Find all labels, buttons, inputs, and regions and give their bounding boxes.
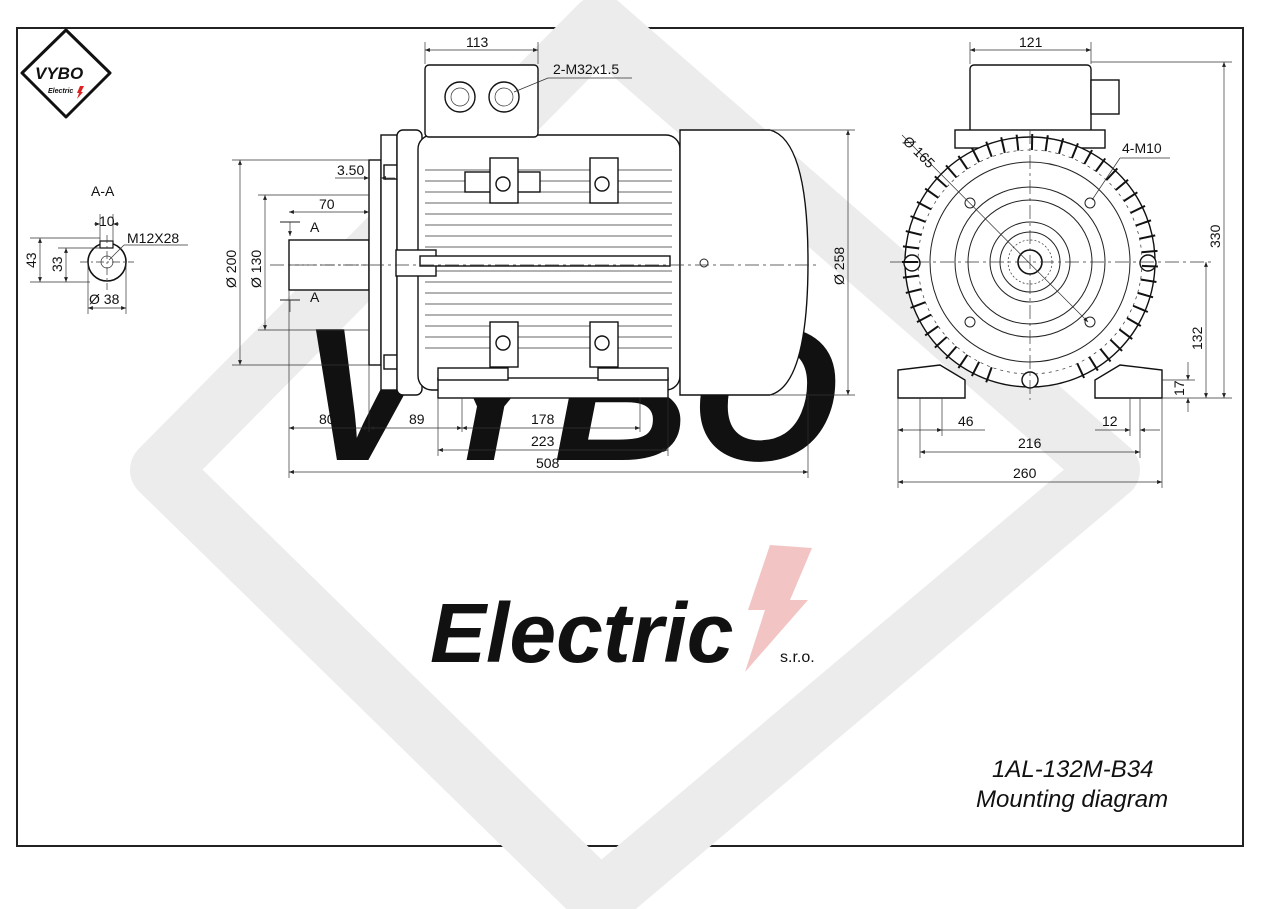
dim-508: 508 <box>536 455 560 471</box>
cable-gland-left <box>444 81 476 113</box>
dim-dia-130: Ø 130 <box>248 250 264 288</box>
end-cooling-fins <box>902 134 1158 383</box>
dim-260: 260 <box>1013 465 1037 481</box>
dim-cable-glands: 2-M32x1.5 <box>553 61 619 77</box>
company-logo: VYBO Electric <box>20 28 112 119</box>
section-mark-top: A <box>310 219 320 235</box>
dim-thread: M12X28 <box>127 230 179 246</box>
flange <box>368 159 382 366</box>
cable-gland-right <box>488 81 520 113</box>
terminal-box <box>424 64 539 138</box>
dim-height-330: 330 <box>1207 224 1223 248</box>
dim-89: 89 <box>409 411 425 427</box>
dim-dia-258: Ø 258 <box>831 247 847 285</box>
end-foot-right <box>1094 364 1163 399</box>
dim-shaft-diameter: Ø 38 <box>89 291 120 307</box>
dim-key-width: 10 <box>99 213 115 229</box>
logo-mark-text: VYBO <box>35 64 83 83</box>
dim-shaft-70: 70 <box>319 196 335 212</box>
dim-bolts: 4-M10 <box>1122 140 1162 156</box>
dim-end-terminal-box-width: 121 <box>1019 34 1043 50</box>
section-label: A-A <box>91 183 115 199</box>
logo-bolt-icon <box>77 86 84 99</box>
end-foot-left <box>897 364 966 399</box>
dim-dia-200: Ø 200 <box>223 250 239 288</box>
watermark-suffix: s.r.o. <box>780 649 815 666</box>
dim-height-33: 33 <box>49 256 65 272</box>
dim-height-43: 43 <box>23 252 39 268</box>
end-view: 121 Ø 165 4-M10 330 132 17 46 12 216 260 <box>890 34 1232 488</box>
end-terminal-box <box>969 64 1092 136</box>
dim-height-132: 132 <box>1189 326 1205 350</box>
fan-cover <box>679 129 809 396</box>
dim-46: 46 <box>958 413 974 429</box>
dim-223: 223 <box>531 433 555 449</box>
dim-shaft-80: 80 <box>319 411 335 427</box>
dim-terminal-box-width: 113 <box>466 34 489 50</box>
title-block: 1AL-132M-B34 Mounting diagram <box>960 755 1230 815</box>
watermark-brand-text: Electric <box>430 586 734 680</box>
side-view: 113 2-M32x1.5 3.50 70 A A Ø 200 Ø 130 Ø … <box>223 34 855 478</box>
drawing-subtitle: Mounting diagram <box>976 786 1169 813</box>
dim-12: 12 <box>1102 413 1118 429</box>
foot <box>437 377 669 399</box>
section-mark-bottom: A <box>310 289 320 305</box>
key-slot <box>99 240 114 249</box>
dim-178: 178 <box>531 411 555 427</box>
dim-216: 216 <box>1018 435 1042 451</box>
section-view: A-A 10 M12X28 43 33 Ø 38 <box>23 183 188 314</box>
watermark-bolt-icon <box>745 545 812 672</box>
logo-diamond <box>20 28 112 119</box>
logo-sub-text: Electric <box>48 88 73 95</box>
dim-flange-offset: 3.50 <box>337 162 364 178</box>
model-title: 1AL-132M-B34 <box>992 756 1154 783</box>
dim-foot-17: 17 <box>1171 380 1187 396</box>
